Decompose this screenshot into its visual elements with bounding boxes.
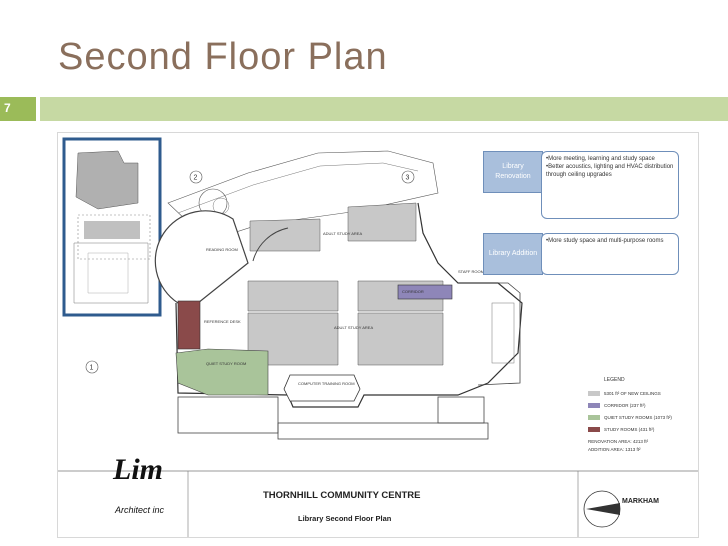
architect-logo-name: Lim [113,453,163,486]
slide-title: Second Floor Plan [58,36,388,78]
grid-marker-1 [85,360,99,374]
label-corridor: CORRIDOR [402,289,424,294]
project-title: THORNHILL COMMUNITY CENTRE [263,490,421,501]
key-plan-area [84,221,140,239]
study-rooms-zone [177,300,201,350]
corridor-zone [397,284,453,300]
callout-addition-text: •More study space and multi-purpose room… [541,233,679,275]
legend-swatch-corridor [588,403,600,408]
legend-title: LEGEND [604,377,625,383]
callout-renovation-bullet-1: •More meeting, learning and study space [546,156,655,162]
callout-renovation-bullet-2: •Better acoustics, lighting and HVAC dis… [546,164,674,178]
ceiling-zone-3 [247,280,339,312]
floor-plan-sheet: 1 2 3 READING ROOM ADULT STUDY AREA ADUL… [57,132,699,538]
ceiling-zone-6 [357,312,444,366]
ceiling-zone-2 [347,202,417,242]
drawing-title: Library Second Floor Plan [298,514,392,523]
key-plan-inner [87,252,129,294]
legend-swatch-quiet-study [588,415,600,420]
slide-number-box: 7 [0,97,36,121]
key-plan-lower [73,242,149,304]
legend-label-quiet-study: QUIET STUDY ROOMS (1073 ft²) [604,415,672,420]
right-wing-outline [458,282,521,386]
lower-rooms [177,396,279,434]
right-wing-rooms [491,302,515,364]
lower-corridor [277,422,489,440]
label-staff-room: STAFF ROOM [458,269,484,274]
grid-marker-3-label: 3 [406,175,410,182]
callout-renovation-label: Library Renovation [483,151,543,193]
legend-item-ceilings: 5301 ft² OF NEW CEILINGS [588,391,661,396]
legend-item-quiet-study: QUIET STUDY ROOMS (1073 ft²) [588,415,672,420]
legend-item-corridor: CORRIDOR (237 ft²) [588,403,646,408]
architect-logo: Lim [113,453,163,487]
client-logo: MARKHAM [622,498,659,505]
legend-item-study-rooms: STUDY ROOMS (431 ft²) [588,427,654,432]
ceiling-zone-1 [249,218,321,252]
label-reference-desk: REFERENCE DESK [204,319,241,324]
grid-marker-2-label: 2 [194,175,198,182]
callout-renovation-text: •More meeting, learning and study space … [541,151,679,219]
reading-room-arc [252,227,289,262]
key-plan-building [75,150,139,210]
label-computer-room: COMPUTER TRAINING ROOM [298,381,355,386]
ceiling-zone-5 [247,312,339,366]
label-quiet-study: QUIET STUDY ROOM [206,361,246,366]
label-adult-study: ADULT STUDY AREA [323,231,362,236]
callout-addition-label: Library Addition [483,233,543,275]
slide-header-bar: 7 [0,97,728,121]
legend-area-renovation: RENOVATION AREA: 4213 ft² [588,439,649,444]
callout-addition-bullet-1: •More study space and multi-purpose room… [546,238,664,244]
slide-number: 7 [4,101,11,115]
reading-room-outline [154,210,249,304]
legend-swatch-study-rooms [588,427,600,432]
legend-label-study-rooms: STUDY ROOMS (431 ft²) [604,427,655,432]
accent-bar [40,97,728,121]
label-adult-study-2: ADULT STUDY AREA [334,325,373,330]
key-plan-highlight [77,214,151,260]
upper-wing-inner [177,162,419,214]
architect-name: Architect inc [115,505,165,515]
grid-marker-2 [189,170,203,184]
computer-room-outline [283,374,361,402]
north-arrow-icon [586,503,620,515]
legend-swatch-ceilings [588,391,600,396]
label-reading-room: READING ROOM [206,247,238,252]
legend-label-corridor: CORRIDOR (237 ft²) [604,403,646,408]
quiet-study-zone [175,348,269,396]
floor-plan-drawing: 1 2 3 READING ROOM ADULT STUDY AREA ADUL… [58,137,698,537]
lower-right-rooms [437,396,485,424]
legend-area-addition: ADDITION AREA: 1313 ft² [588,447,641,452]
legend-label-ceilings: 5301 ft² OF NEW CEILINGS [604,391,661,396]
grid-marker-1-label: 1 [90,365,94,372]
grid-marker-3 [401,170,415,184]
